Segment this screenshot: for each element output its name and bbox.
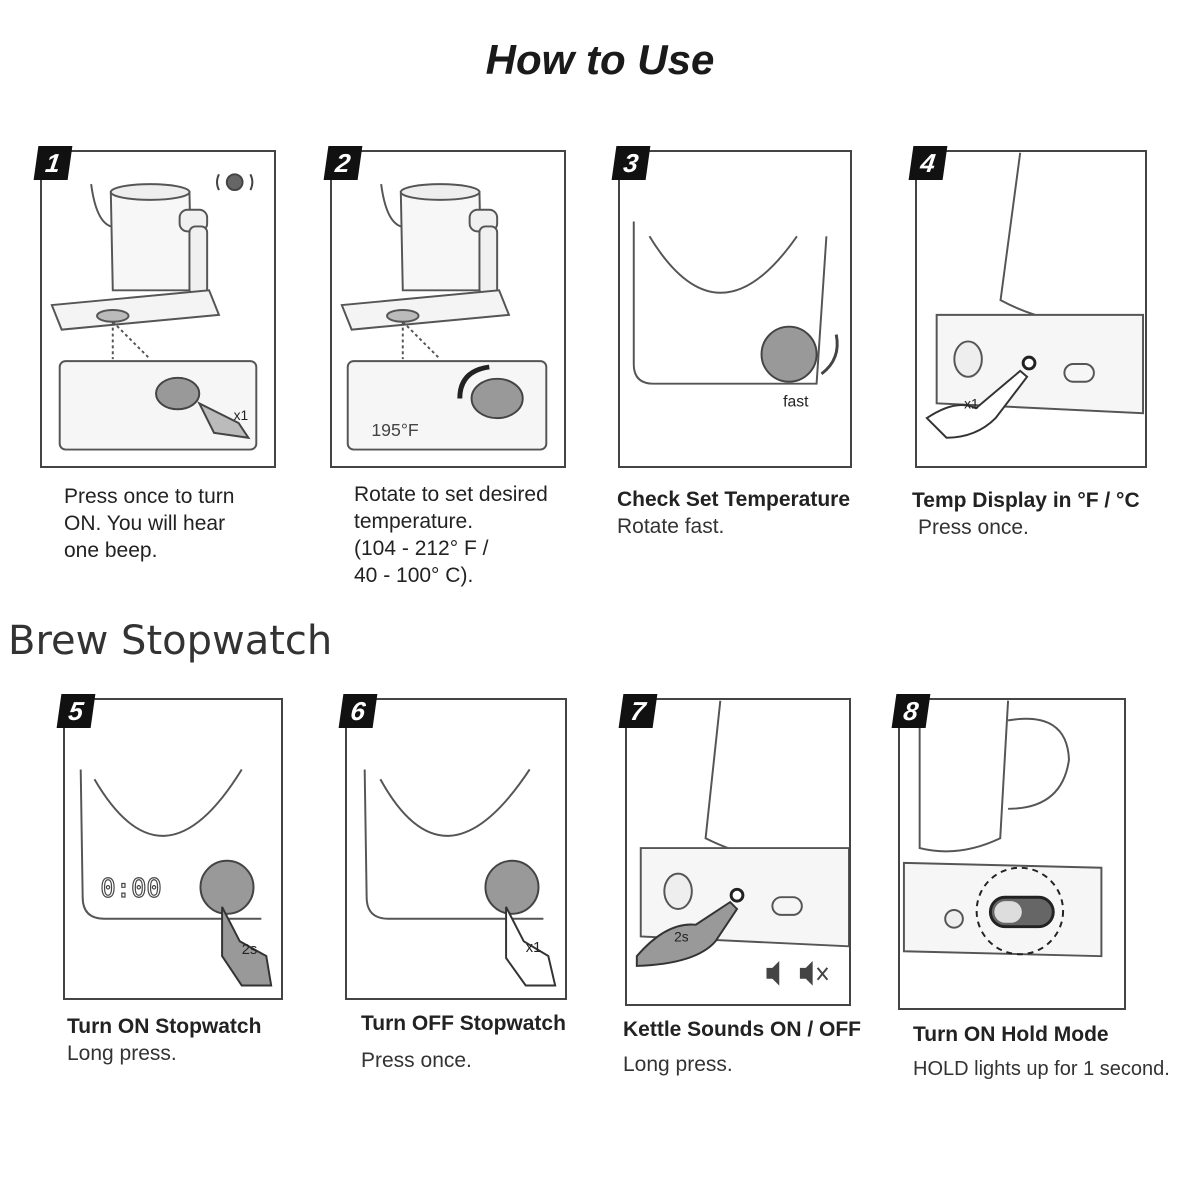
- step-2-caption: Rotate to set desired temperature. (104 …: [354, 483, 548, 587]
- rotate-fast-illustration: fast: [632, 221, 839, 410]
- step-7-heading: Kettle Sounds ON / OFF: [623, 1018, 862, 1041]
- step-6-heading: Turn OFF Stopwatch: [361, 1012, 566, 1035]
- dial-icon: [484, 859, 540, 915]
- step-8-heading: Turn ON Hold Mode: [913, 1023, 1109, 1046]
- unit-toggle-illustration: x1: [925, 152, 1145, 439]
- step-8-caption: Turn ON Hold Mode HOLD lights up for 1 s…: [913, 1021, 1200, 1083]
- step-8-subtext: HOLD lights up for 1 second.: [913, 1058, 1170, 1080]
- step-3-panel: fast 3: [611, 146, 852, 468]
- hand-icon: [505, 906, 557, 987]
- press-count-label: x1: [964, 396, 979, 411]
- kettle-press-illustration: x1: [50, 173, 258, 451]
- hand-icon: [635, 900, 739, 967]
- page-title: How to Use: [485, 36, 715, 83]
- speaker-on-icon: [766, 961, 780, 986]
- step-1-caption: Press once to turn ON. You will hear one…: [64, 485, 235, 562]
- step-6-caption: Turn OFF Stopwatch Press once.: [361, 1010, 601, 1074]
- step-badge: 2: [323, 146, 363, 180]
- hand-icon: [197, 401, 251, 440]
- press-duration-label: 2s: [242, 942, 258, 958]
- step-badge: 6: [338, 694, 378, 728]
- step-4-heading: Temp Display in °F / °C: [912, 489, 1140, 512]
- step-7-subtext: Long press.: [623, 1053, 733, 1076]
- kettle-rotate-illustration: 195°F: [340, 183, 548, 451]
- stopwatch-start-illustration: 0:00 2s: [79, 768, 273, 987]
- step-6-panel: x1 6: [338, 694, 567, 1000]
- button-icon: [729, 887, 745, 903]
- hand-icon: [925, 369, 1029, 439]
- step-badge: 7: [618, 694, 658, 728]
- step-3-subtext: Rotate fast.: [617, 515, 725, 538]
- step-badge: 5: [56, 694, 96, 728]
- beep-icon: [216, 173, 254, 192]
- step-5-caption: Turn ON Stopwatch Long press.: [67, 1013, 307, 1067]
- sound-toggle-illustration: 2s: [635, 700, 849, 986]
- step-badge: 8: [891, 694, 931, 728]
- step-5-subtext: Long press.: [67, 1042, 177, 1065]
- press-count-label: x1: [526, 940, 542, 956]
- step-2-panel: 195°F 2: [323, 146, 566, 468]
- hand-icon: [221, 906, 273, 987]
- press-duration-label: 2s: [674, 929, 689, 944]
- step-8-panel: 8: [891, 694, 1126, 1010]
- step-4-panel: x1 4: [908, 146, 1147, 468]
- step-4-subtext: Press once.: [918, 516, 1029, 539]
- dial-icon: [155, 376, 201, 411]
- dial-icon: [760, 325, 818, 383]
- stopwatch-display: 0:00: [100, 874, 161, 904]
- dial-icon: [470, 377, 524, 420]
- step-6-subtext: Press once.: [361, 1049, 472, 1072]
- press-count-label: x1: [234, 408, 249, 423]
- stopwatch-stop-illustration: x1: [363, 768, 557, 987]
- step-7-panel: 2s 7: [618, 694, 851, 1006]
- step-5-heading: Turn ON Stopwatch: [67, 1015, 262, 1038]
- dial-icon: [199, 859, 255, 915]
- speaker-off-icon: [799, 961, 829, 986]
- section-title: Brew Stopwatch: [8, 618, 333, 664]
- step-7-caption: Kettle Sounds ON / OFF Long press.: [623, 1016, 893, 1078]
- step-4-caption: Temp Display in °F / °C Press once.: [912, 487, 1192, 541]
- fast-label: fast: [783, 393, 809, 410]
- step-3-heading: Check Set Temperature: [617, 488, 851, 511]
- step-badge: 3: [611, 146, 651, 180]
- button-icon: [1021, 355, 1037, 371]
- step-3-caption: Check Set Temperature Rotate fast.: [617, 486, 867, 540]
- step-badge: 4: [908, 146, 948, 180]
- temp-display: 195°F: [371, 420, 419, 440]
- step-5-panel: 0:00 2s 5: [56, 694, 283, 1000]
- step-1-panel: x1 1: [33, 146, 276, 468]
- step-badge: 1: [33, 146, 73, 180]
- hold-mode-illustration: [902, 700, 1103, 958]
